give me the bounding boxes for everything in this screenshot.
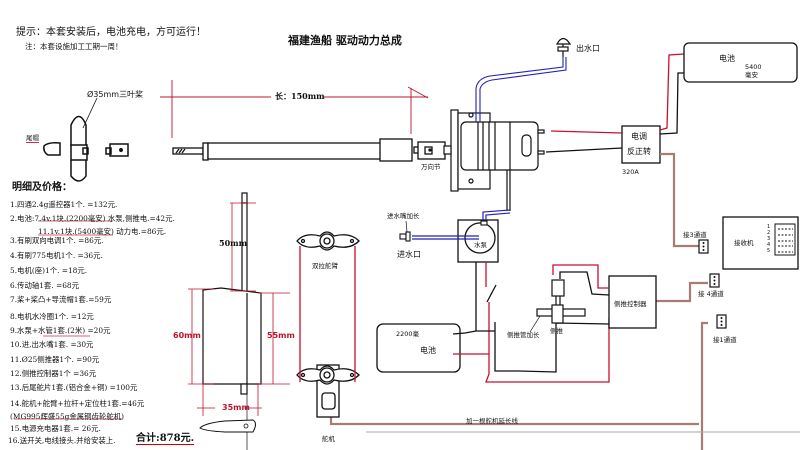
water-inlet-label: 进水口 [397,250,421,259]
rudder-dim-top: 50mm [219,238,248,248]
shaft-length-label: 长：150mm [275,91,325,101]
price-item: 16.送开关,电线接头.并给安装上. [8,436,116,445]
lead-time-note: 注：本套设施加工工期一周！ [25,42,123,51]
price-item: 15.电源充电器1套.= 26元. [10,424,101,433]
outlet-water-tube [475,57,567,122]
price-item: 5.电机(座)1个. =18元. [10,266,88,275]
price-item: 7.桨+桨凸+导流帽1套.=59元 [10,295,112,304]
diagram-title: 福建渔船 驱动动力总成 [288,34,402,47]
price-item: 12.侧推控制器1个 =36元 [10,369,97,378]
propeller-blade-top [70,115,87,147]
channel-1-label: 接1通道 [713,336,737,344]
servo-extension-note: 加一根舵机延长线 [466,417,518,425]
rudder-blade-side [199,419,256,433]
servo-drawing [296,231,360,418]
price-item: 13.后尾舵片1套.(铝合金+铜) =100元 [10,383,138,392]
propeller-hub-key [82,147,89,155]
install-tip: 提示：本套安装后，电池充电，方可运行！ [16,27,206,38]
price-item: 11.Ø25侧推器1个. =90元 [10,355,100,364]
receiver-label: 接收机 [734,239,754,247]
receiver-channel-numbers: 1 2 3 4 5 [767,224,770,254]
price-item: 8.电机水冷圈1个. =12元 [10,312,94,321]
esc-rating: 320A [622,168,639,176]
rudder-dim-bottom: 35mm [222,403,250,412]
esc-box [621,125,661,164]
main-battery-box [683,42,798,83]
price-item: (MG995辉盛55g金属铜齿轮舵机) [10,412,124,421]
thruster-tube-extension-label: 侧推管加长 [507,331,540,339]
universal-joint-label: 万向节 [421,163,441,171]
main-battery-unit: 毫安 [745,71,758,79]
rudder-drawing [202,192,262,395]
small-battery-capacity: 2200毫 [396,330,420,338]
receiver-channel-3: 3 [767,236,771,242]
channel-4-label: 接 4通道 [698,290,724,298]
receiver-channel-2: 2 [767,230,771,236]
prop-nut [109,143,129,157]
price-item: 2.电池:7.4v.1块.(2200毫安) 水泵,侧推电.=42元. [10,214,175,223]
rudder-dim-left: 60mm [173,331,201,340]
shaft-dimension [160,80,429,138]
thruster-controller [608,275,657,329]
small-battery-label: 电池 [420,346,436,355]
thruster-label: 侧推 [550,327,563,335]
propeller-label: Ø35mm三叶桨 [87,90,144,99]
rudder-dim-right: 55mm [267,331,295,340]
price-list-heading: 明细及价格： [12,182,72,193]
rudder-dimensions [188,202,290,416]
price-item: 3.有刷双向电调1个. =86元. [10,236,104,245]
price-item: 1.四通2.4g遥控器1个. =132元. [10,200,118,209]
price-item: 10.进,出水嘴1套. =30元 [10,340,94,349]
propeller-drawing [43,97,129,182]
servo-label: 舵机 [322,435,335,443]
drive-shaft [172,138,446,162]
receiver-channel-1: 1 [767,224,771,230]
propeller-blade-bottom [70,160,87,182]
price-total: 合计:878元. [136,433,195,445]
receiver-channel-4: 4 [767,242,771,248]
pump-label: 水泵 [474,241,487,249]
price-item: 9.水泵+水管1套.(2米) =20元 [10,326,111,335]
main-battery-label: 电池 [719,54,735,63]
water-pump [457,219,499,263]
price-item: 11.1v.1块.(5400毫安) 动力电.=86元. [38,227,167,236]
prop-leader-line [82,97,98,129]
tail-cap-shape [43,142,61,156]
outlet-nozzle [555,37,572,57]
main-battery-capacity: 5400 [745,63,762,71]
price-item: 6.传动轴1套. =68元 [10,281,80,290]
servo-arm-label: 双拉舵臂 [312,262,338,270]
channel-3-label: 接3通道 [683,231,707,239]
water-outlet-label: 出水口 [576,44,600,53]
motor [443,109,545,192]
esc-label-line1: 电调 [631,132,647,141]
receiver-channel-5: 5 [767,248,771,254]
side-thruster [536,279,586,324]
inlet-extension-label: 进水嘴加长 [387,212,420,220]
thruster-controller-label: 侧推控制器 [614,300,647,308]
price-item: 14.舵机+舵臂+拉杆+定位柱1套.=46元 [10,399,145,408]
price-item: 4.有刷775电机1个. =36元. [10,251,103,260]
tail-cap-label: 尾帽 [26,134,39,143]
esc-label-line2: 反正转 [627,147,651,156]
small-battery-box [376,323,461,373]
